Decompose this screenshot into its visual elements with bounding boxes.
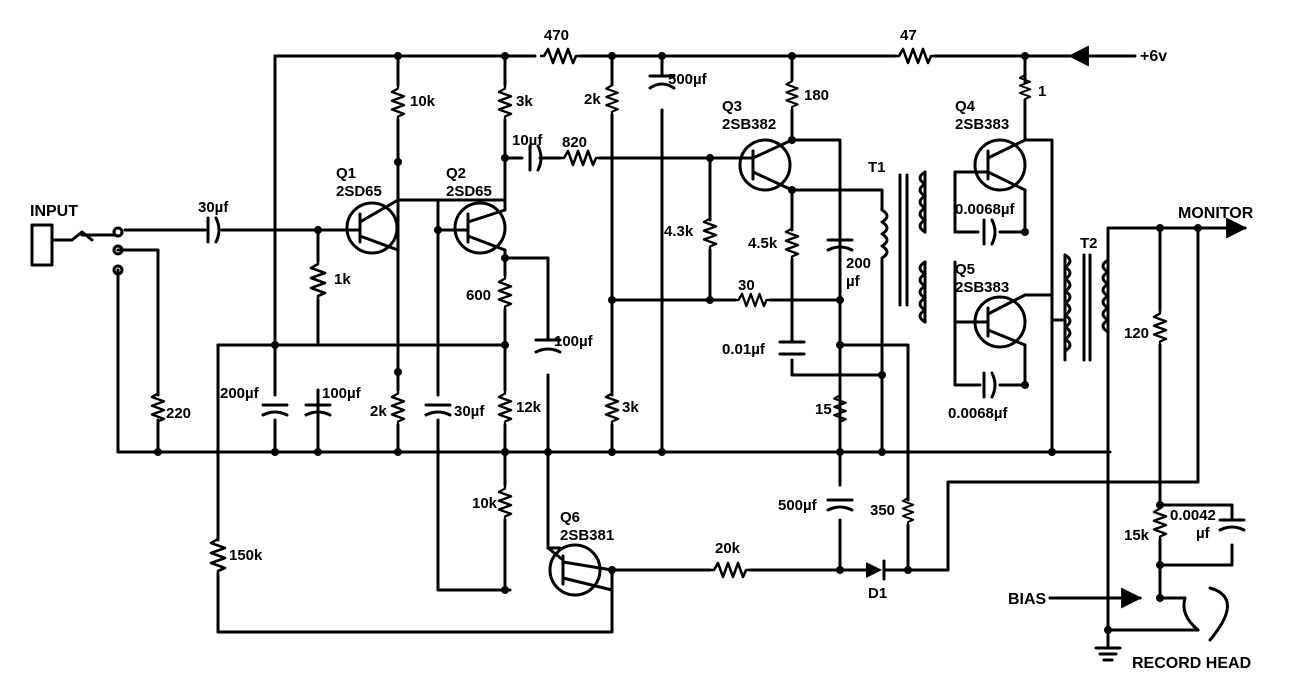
signal-arrows <box>1048 45 1248 609</box>
svg-text:2k: 2k <box>370 403 387 420</box>
q6-part: 2SB381 <box>560 527 614 544</box>
q2-ref: Q2 <box>446 165 466 182</box>
svg-text:100µf: 100µf <box>554 333 594 350</box>
transistor-q3 <box>738 138 794 192</box>
svg-text:3k: 3k <box>622 399 639 416</box>
svg-text:30: 30 <box>738 277 755 294</box>
q1-ref: Q1 <box>336 165 356 182</box>
bias-label: BIAS <box>1008 591 1047 608</box>
svg-text:15k: 15k <box>1124 527 1150 544</box>
svg-text:200: 200 <box>846 255 871 272</box>
svg-text:20k: 20k <box>715 540 741 557</box>
svg-text:0.0068µf: 0.0068µf <box>955 201 1016 218</box>
supply-label: +6v <box>1140 48 1167 65</box>
labels: INPUT +6v MONITOR BIAS RECORD HEAD Q1 2S… <box>30 27 1254 672</box>
capacitors <box>206 74 1246 532</box>
input-jack <box>30 223 124 276</box>
q4-ref: Q4 <box>955 98 976 115</box>
svg-text:2k: 2k <box>584 91 601 108</box>
svg-text:4.3k: 4.3k <box>664 223 694 240</box>
svg-text:180: 180 <box>804 87 829 104</box>
svg-text:30µf: 30µf <box>198 199 229 216</box>
svg-text:220: 220 <box>166 405 191 422</box>
diode-d1 <box>866 559 886 581</box>
transistor-q4 <box>973 138 1027 192</box>
svg-text:1: 1 <box>1038 83 1046 100</box>
wiring <box>80 54 1247 650</box>
svg-text:µf: µf <box>846 273 861 290</box>
q3-part: 2SB382 <box>722 116 776 133</box>
q3-ref: Q3 <box>722 98 742 115</box>
ground-symbol <box>1094 646 1122 662</box>
svg-text:0.0042: 0.0042 <box>1170 507 1216 524</box>
transistor-q6 <box>546 543 614 597</box>
svg-text:100µf: 100µf <box>322 385 362 402</box>
t2-label: T2 <box>1080 235 1098 252</box>
svg-text:0.01µf: 0.01µf <box>722 341 766 358</box>
monitor-label: MONITOR <box>1178 205 1254 222</box>
transistor-q1 <box>343 198 400 255</box>
svg-text:500µf: 500µf <box>778 497 818 514</box>
svg-text:47: 47 <box>900 27 917 44</box>
svg-text:500µf: 500µf <box>668 71 708 88</box>
svg-text:4.5k: 4.5k <box>748 235 778 252</box>
q6-ref: Q6 <box>560 509 580 526</box>
transformer-t1 <box>880 170 927 324</box>
svg-text:12k: 12k <box>516 399 542 416</box>
svg-text:350: 350 <box>870 502 895 519</box>
transistor-q5 <box>973 293 1027 349</box>
svg-text:10k: 10k <box>410 93 436 110</box>
input-label: INPUT <box>30 203 78 220</box>
svg-text:0.0068µf: 0.0068µf <box>948 405 1009 422</box>
svg-text:150k: 150k <box>229 547 263 564</box>
q4-part: 2SB383 <box>955 116 1009 133</box>
svg-text:µf: µf <box>1196 525 1211 542</box>
svg-text:600: 600 <box>466 287 491 304</box>
resistors <box>150 47 1168 579</box>
svg-text:1k: 1k <box>334 271 351 288</box>
svg-text:820: 820 <box>562 134 587 151</box>
transformers <box>880 170 1110 362</box>
svg-text:15: 15 <box>815 401 832 418</box>
svg-text:3k: 3k <box>516 93 533 110</box>
svg-text:10k: 10k <box>472 495 498 512</box>
svg-text:30µf: 30µf <box>454 403 485 420</box>
transistor-q2 <box>453 201 507 255</box>
d1-label: D1 <box>868 585 887 602</box>
svg-text:120: 120 <box>1124 325 1149 342</box>
t1-label: T1 <box>868 159 886 176</box>
transistors <box>343 138 1027 597</box>
record-head <box>1182 586 1229 642</box>
q5-part: 2SB383 <box>955 279 1009 296</box>
svg-text:470: 470 <box>544 27 569 44</box>
svg-text:200µf: 200µf <box>220 385 260 402</box>
q5-ref: Q5 <box>955 261 975 278</box>
svg-text:10µf: 10µf <box>512 132 543 149</box>
q1-part: 2SD65 <box>336 183 382 200</box>
record-head-label: RECORD HEAD <box>1132 655 1251 672</box>
junction-dots <box>154 52 1202 634</box>
q2-part: 2SD65 <box>446 183 492 200</box>
transformer-t2 <box>1063 253 1110 362</box>
